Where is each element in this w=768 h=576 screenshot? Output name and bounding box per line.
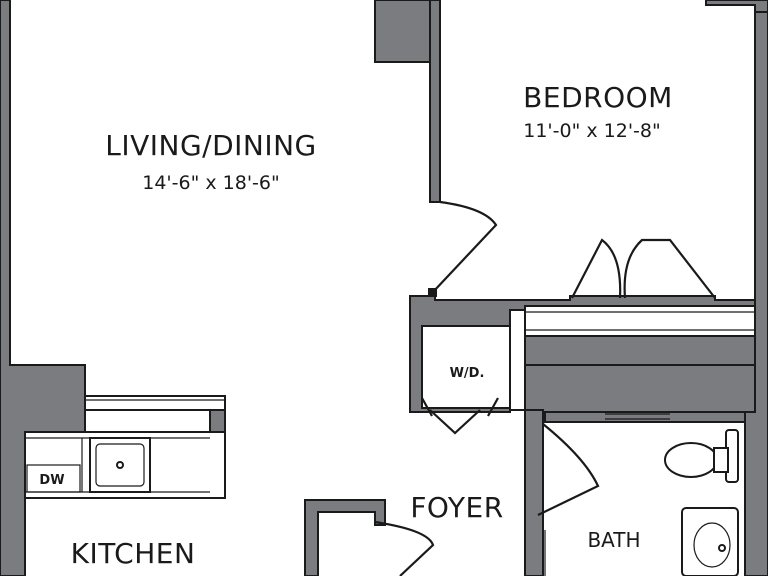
kitchen-upper-counter xyxy=(84,395,226,411)
washer-dryer-door xyxy=(429,409,481,435)
closet-bifold-doors xyxy=(571,238,716,299)
center-wall-pillar xyxy=(374,0,433,200)
bedroom-door xyxy=(432,200,498,293)
living-room-dims: 14'-6" x 18'-6" xyxy=(142,172,280,194)
bath-top-wall xyxy=(524,364,756,413)
bedroom-closet-shelf xyxy=(524,305,756,337)
kitchen-name: KITCHEN xyxy=(71,537,196,570)
bath-left-wall xyxy=(524,409,544,576)
toilet-bowl xyxy=(664,442,718,478)
right-exterior-wall xyxy=(744,11,768,576)
foyer-closet-door xyxy=(374,520,435,576)
living-room-name: LIVING/DINING xyxy=(105,129,317,162)
foyer-closet-wall xyxy=(304,499,386,576)
top-right-wall-corner xyxy=(705,0,768,13)
bath-vanity xyxy=(681,507,739,576)
door-stop xyxy=(428,288,437,297)
washer-dryer-label: W/D. xyxy=(450,366,485,381)
bedroom-left-wall xyxy=(429,0,441,203)
bedroom-dims: 11'-0" x 12'-8" xyxy=(523,120,661,142)
dishwasher-label: DW xyxy=(39,473,64,488)
bath-door xyxy=(537,423,600,516)
bath-name: BATH xyxy=(587,528,640,552)
vanity-drain-icon xyxy=(718,544,726,552)
foyer-name: FOYER xyxy=(410,491,503,524)
bedroom-name: BEDROOM xyxy=(523,81,673,114)
sink-drain-icon xyxy=(116,461,124,469)
washer-dryer-closet xyxy=(421,325,511,409)
